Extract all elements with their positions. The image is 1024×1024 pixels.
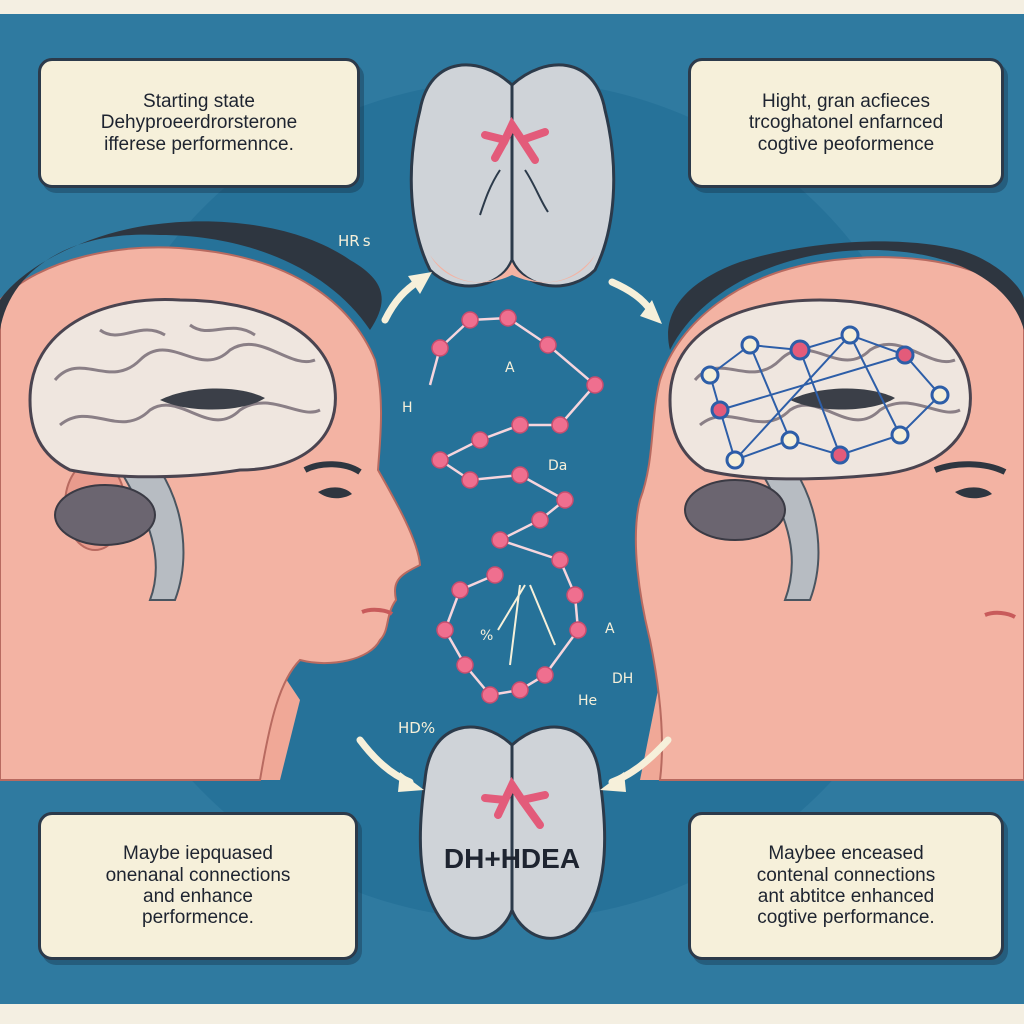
molecule-chain: A H Da A % DH He bbox=[402, 309, 633, 709]
top-gland-base bbox=[430, 255, 595, 283]
right-lips bbox=[984, 610, 1016, 619]
molecule-arrows bbox=[497, 584, 556, 666]
right-hair bbox=[668, 241, 1024, 350]
left-brain-ventricle bbox=[160, 388, 265, 410]
arrow-head-icon bbox=[600, 772, 626, 792]
card-top-right-line2: trcoghatonel enfarnced bbox=[748, 112, 944, 134]
top-gland-vessel bbox=[481, 116, 549, 164]
card-bottom-left-line2: onenanal connections bbox=[105, 864, 291, 886]
card-enhanced-state: Hight, gran acfieces trcoghatonel enfarn… bbox=[688, 58, 1004, 188]
card-top-left-line2: Dehyproeerdrorsterone bbox=[100, 112, 298, 134]
neural-network-nodes bbox=[700, 325, 950, 470]
card-bottom-left-line3: and enhance bbox=[143, 886, 253, 907]
card-bottom-left: Maybe iepquased onenanal connections and… bbox=[38, 812, 358, 960]
molecule-label-hc: He bbox=[578, 693, 597, 709]
card-bottom-right: Maybee enceased contenal connections ant… bbox=[688, 812, 1004, 960]
left-eyebrow bbox=[303, 461, 362, 475]
right-eyebrow bbox=[933, 461, 1007, 475]
left-lips bbox=[361, 607, 394, 616]
molecule-label-a1: A bbox=[505, 360, 515, 376]
molecule-nodes bbox=[431, 309, 604, 704]
left-cerebellum bbox=[54, 484, 156, 546]
card-bottom-right-line1: Maybee enceased bbox=[768, 843, 924, 865]
molecule-label-a2: A bbox=[605, 621, 615, 637]
card-bottom-right-line3: ant abtitce enhanced bbox=[757, 886, 935, 907]
molecule-label-dh: DH bbox=[612, 671, 633, 687]
card-bottom-left-line1: Maybe iepquased bbox=[123, 843, 273, 865]
top-gland-lines bbox=[479, 169, 549, 216]
left-brain-folds bbox=[53, 323, 321, 427]
arrow-heads bbox=[398, 272, 662, 792]
right-eye bbox=[955, 487, 992, 499]
molecule-label-h: H bbox=[402, 400, 413, 416]
molecule-label-pct: % bbox=[480, 628, 493, 644]
card-bottom-right-line2: contenal connections bbox=[756, 864, 936, 886]
label-hd: HD% bbox=[398, 719, 435, 737]
card-top-left-line3: ifferese performennce. bbox=[104, 133, 294, 155]
card-bottom-left-line4: performence. bbox=[142, 907, 254, 929]
arrow-head-icon bbox=[408, 272, 432, 294]
bottom-gland-vessel bbox=[481, 776, 549, 829]
top-gland bbox=[409, 63, 616, 288]
molecule-label-da: Da bbox=[548, 458, 567, 474]
card-bottom-right-line4: cogtive performance. bbox=[757, 907, 935, 929]
card-starting-state: Starting state Dehyproeerdrorsterone iff… bbox=[38, 58, 360, 188]
bottom-gland-right-lobe bbox=[510, 725, 607, 940]
right-cerebellum bbox=[684, 479, 786, 541]
right-head bbox=[634, 241, 1024, 781]
arrow-head-icon bbox=[398, 772, 424, 792]
card-top-right-line3: cogtive peoformence bbox=[757, 133, 935, 155]
gland-label: DH+HDEA bbox=[444, 843, 580, 874]
label-hrs: HR s bbox=[338, 232, 371, 250]
card-top-right-line1: Hight, gran acfieces bbox=[762, 91, 930, 113]
bottom-gland-left-lobe bbox=[418, 725, 514, 940]
left-brain bbox=[28, 298, 337, 479]
left-hair bbox=[0, 221, 382, 330]
left-head bbox=[0, 221, 422, 781]
arrow-head-icon bbox=[640, 300, 662, 324]
top-gland-right-lobe bbox=[510, 63, 616, 288]
left-eye bbox=[318, 487, 352, 499]
top-gland-left-lobe bbox=[409, 63, 514, 288]
card-top-left-line1: Starting state bbox=[143, 91, 255, 113]
bottom-gland: DH+HDEA bbox=[418, 725, 607, 940]
